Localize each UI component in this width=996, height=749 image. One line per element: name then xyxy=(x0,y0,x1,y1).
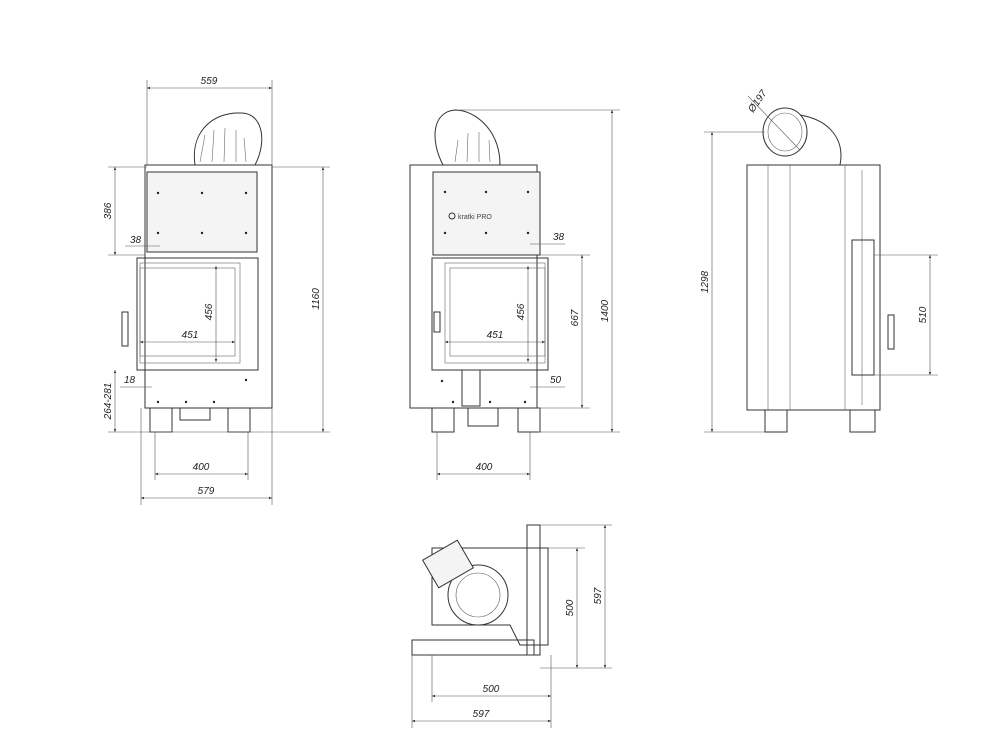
door-handle xyxy=(887,314,895,350)
dim-width-top: 559 xyxy=(201,76,218,87)
dim-offset-bottom: 50 xyxy=(550,375,562,386)
dim-leg-spacing: 400 xyxy=(476,462,493,473)
side-view: Ø197 1298 510 xyxy=(700,88,938,433)
dim-width-bottom: 579 xyxy=(198,486,215,497)
fire-door xyxy=(431,257,549,371)
dim-width-outer: 597 xyxy=(473,709,490,720)
front-view-left: 559 386 38 456 451 18 264-281 1160 400 5… xyxy=(103,76,330,505)
dim-depth-outer: 597 xyxy=(593,587,604,604)
dim-glass-width: 451 xyxy=(487,330,504,341)
dim-flue-diameter: Ø197 xyxy=(746,88,770,116)
dim-total-height: 1160 xyxy=(311,288,322,310)
dim-depth-inner: 500 xyxy=(565,599,576,616)
flue-elbow-icon xyxy=(193,112,263,166)
dim-leg-spacing: 400 xyxy=(193,462,210,473)
fire-door xyxy=(136,257,259,371)
flue-collar-icon xyxy=(447,564,509,626)
dim-leg-range: 264-281 xyxy=(103,383,114,421)
door-hinge xyxy=(433,311,441,333)
top-view: 500 597 500 597 xyxy=(411,524,612,728)
dim-upper-panel-height: 386 xyxy=(103,202,114,219)
dim-offset-top: 38 xyxy=(130,235,142,246)
brand-logo: kratki PRO xyxy=(448,212,492,221)
door-handle xyxy=(121,311,129,347)
dim-glass-width: 451 xyxy=(182,330,199,341)
dim-glass-height: 456 xyxy=(516,303,527,320)
upper-panel xyxy=(146,171,258,253)
dim-offset-top: 38 xyxy=(553,232,565,243)
dim-glass-height: 456 xyxy=(204,303,215,320)
dim-door-height: 667 xyxy=(570,309,581,326)
dim-total-height: 1400 xyxy=(600,299,611,322)
flue-elbow-icon xyxy=(434,109,501,166)
dim-width-inner: 500 xyxy=(483,684,500,695)
dim-offset-bottom: 18 xyxy=(124,375,136,386)
svg-text:kratki PRO: kratki PRO xyxy=(458,214,492,221)
dim-door-height: 510 xyxy=(918,306,929,323)
front-view-right: kratki PRO 1400 667 38 456 451 50 400 xyxy=(409,109,620,480)
dim-total-height: 1298 xyxy=(700,270,711,293)
